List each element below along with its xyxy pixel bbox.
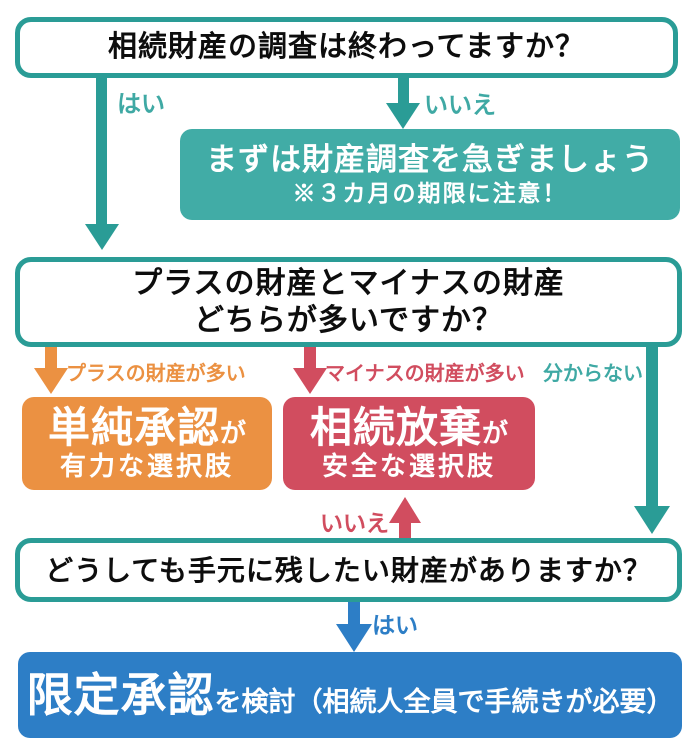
arrow-no2-shaft [399, 522, 411, 539]
arrow-no1-shaft [398, 78, 409, 104]
arrow-minus-head-icon [293, 368, 327, 394]
arrow-yes1-shaft [96, 78, 107, 225]
renunciation-subtitle: 安全な選択肢 [321, 450, 496, 481]
limited-acceptance-title: 限定承認 [26, 669, 215, 721]
simple-acceptance-subtitle: 有力な選択肢 [59, 450, 234, 481]
question-2-line1: プラスの財産とマイナスの財産 [132, 267, 565, 300]
question-3-text: どうしても手元に残したい財産がありますか？ [45, 554, 652, 586]
question-3-box: どうしても手元に残したい財産がありますか？ [15, 538, 682, 602]
arrow-yes2-head-icon [336, 624, 372, 652]
label-plus-more: プラスの財産が多い [66, 363, 246, 385]
arrow-minus-shaft [304, 347, 316, 369]
arrow-unknown-shaft [646, 347, 658, 507]
renunciation-title: 相続放棄 [309, 403, 482, 451]
label-unknown: 分からない [543, 363, 643, 385]
arrow-plus-shaft [45, 347, 57, 369]
simple-acceptance-title: 単純承認 [47, 403, 220, 451]
simple-acceptance-title-line: 単純承認が [47, 403, 247, 451]
question-2-line2: どちらが多いですか？ [193, 304, 504, 337]
arrow-no1-head-icon [386, 103, 420, 129]
arrow-plus-head-icon [34, 368, 68, 394]
label-yes1: はい [117, 91, 165, 118]
label-minus-more: マイナスの財産が多い [325, 363, 525, 385]
notice-box: まずは財産調査を急ぎましょう ※３カ月の期限に注意！ [180, 129, 680, 220]
renunciation-title-line: 相続放棄が [309, 403, 509, 451]
label-no1: いいえ [424, 92, 496, 119]
limited-acceptance-line: 限定承認を検討（相続人全員で手続きが必要） [27, 670, 674, 720]
notice-line1: まずは財産調査を急ぎましょう [206, 141, 654, 177]
question-1-box: 相続財産の調査は終わってますか？ [15, 17, 678, 78]
limited-acceptance-box: 限定承認を検討（相続人全員で手続きが必要） [18, 652, 682, 738]
question-2-box: プラスの財産とマイナスの財産 どちらが多いですか？ [15, 257, 682, 347]
simple-acceptance-box: 単純承認が 有力な選択肢 [22, 397, 272, 490]
renunciation-suffix: が [482, 417, 509, 448]
arrow-yes2-shaft [348, 602, 360, 625]
arrow-yes1-head-icon [85, 224, 119, 250]
arrow-no2-head-icon [389, 497, 421, 523]
arrow-unknown-head-icon [634, 506, 670, 534]
renunciation-box: 相続放棄が 安全な選択肢 [283, 397, 535, 490]
simple-acceptance-suffix: が [220, 417, 247, 448]
notice-line2: ※３カ月の期限に注意！ [292, 179, 568, 206]
label-no2: いいえ [320, 510, 389, 536]
limited-acceptance-rest: を検討（相続人全員で手続きが必要） [214, 687, 674, 717]
question-1-text: 相続財産の調査は終わってますか？ [107, 31, 586, 63]
label-yes2: はい [372, 612, 418, 638]
